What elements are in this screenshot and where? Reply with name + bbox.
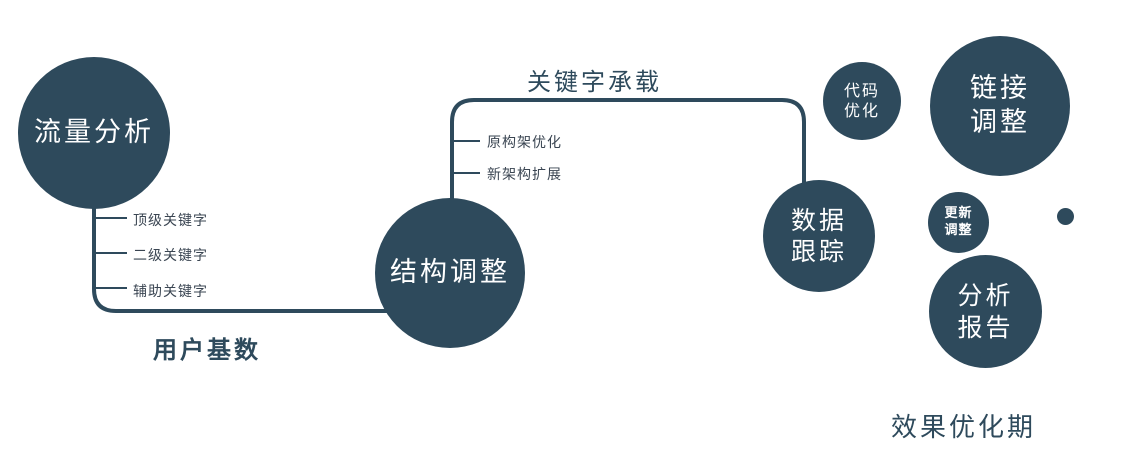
branch-label-framework-opt: 原构架优化: [487, 135, 562, 151]
branch-label-top-keyword: 顶级关键字: [133, 213, 208, 229]
node-code-optimization-line1: 代码: [843, 81, 880, 100]
node-link-adjust: 链接 调整: [930, 36, 1070, 176]
node-traffic-analysis-label: 流量分析: [34, 117, 154, 149]
node-code-optimization-line2: 优化: [843, 101, 880, 120]
branch-label-second-keyword: 二级关键字: [133, 248, 208, 264]
label-user-base: 用户基数: [153, 336, 261, 364]
node-update-adjust-line1: 更新: [944, 206, 973, 222]
label-effect-optimization-phase: 效果优化期: [891, 413, 1037, 443]
node-data-tracking-line1: 数据: [790, 205, 847, 235]
node-link-adjust-line1: 链接: [970, 73, 1030, 105]
node-update-adjust: 更新 调整: [928, 192, 989, 253]
node-traffic-analysis: 流量分析: [18, 57, 170, 209]
node-analysis-report-line1: 分析: [957, 281, 1014, 311]
node-bullet-dot: [1057, 208, 1074, 225]
node-data-tracking-line2: 跟踪: [790, 237, 847, 266]
node-data-tracking: 数据 跟踪: [763, 180, 875, 292]
node-structure-adjust-label: 结构调整: [390, 257, 510, 289]
node-structure-adjust: 结构调整: [375, 198, 525, 348]
node-link-adjust-line2: 调整: [970, 107, 1030, 138]
branch-label-aux-keyword: 辅助关键字: [133, 284, 208, 300]
node-analysis-report-line2: 报告: [957, 312, 1014, 342]
node-analysis-report: 分析 报告: [929, 255, 1042, 368]
connector-structure-to-datatracking: [450, 98, 806, 210]
node-code-optimization: 代码 优化: [823, 62, 901, 140]
node-update-adjust-line2: 调整: [944, 222, 973, 238]
branch-label-framework-expand: 新架构扩展: [487, 167, 562, 183]
label-keyword-carry: 关键字承载: [527, 68, 662, 96]
